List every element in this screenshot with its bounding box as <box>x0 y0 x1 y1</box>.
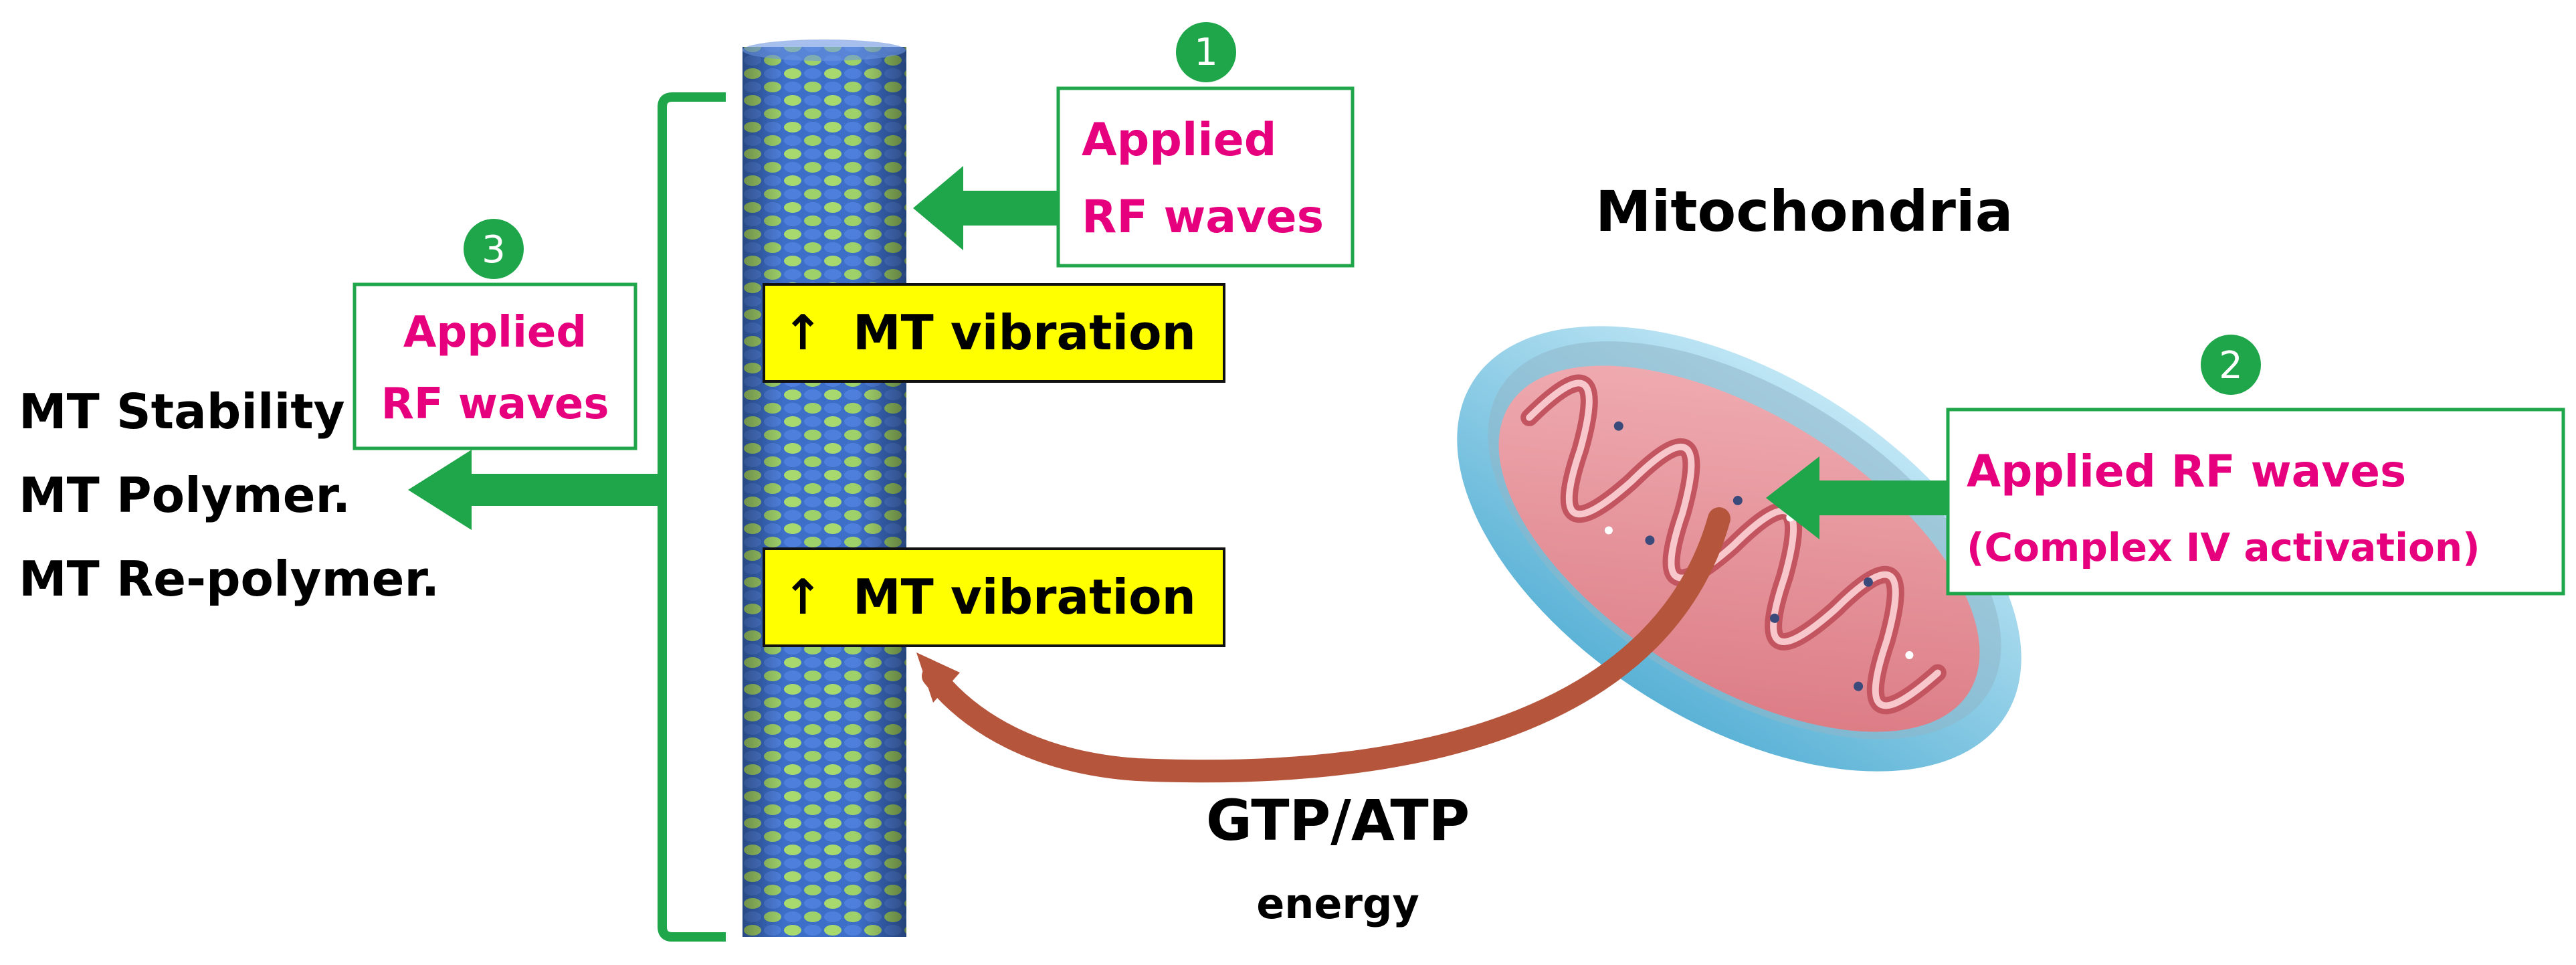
rf-box-3-line1: Applied <box>403 308 587 357</box>
marker-1-number: 1 <box>1194 31 1218 74</box>
mitochondria-title: Mitochondria <box>1595 179 2013 244</box>
rf-box-2-line1: Applied RF waves <box>1967 446 2406 497</box>
rf-box-1-line1: Applied <box>1082 114 1276 167</box>
outcome-polymerization: MT Polymer. <box>19 467 351 523</box>
marker-1: 1 <box>1176 22 1236 82</box>
mt-vibration-arrow-1: ↑ <box>783 304 823 361</box>
mt-vibration-arrow-2: ↑ <box>783 569 823 625</box>
rf-box-3-line2: RF waves <box>381 379 609 429</box>
mitochondrion-illustration <box>1457 326 2021 772</box>
rf-box-2-line2: (Complex IV activation) <box>1967 525 2480 570</box>
microtubule-illustration <box>742 39 906 937</box>
outcome-stability: MT Stability <box>19 383 345 440</box>
rf-box-1-line2: RF waves <box>1082 191 1324 244</box>
outcome-arrow <box>408 450 662 530</box>
rf-waves-box-2: Applied RF waves (Complex IV activation) <box>1946 408 2565 596</box>
energy-sublabel: energy <box>1256 879 1419 928</box>
outcome-list: MT Stability MT Polymer. MT Re-polymer. <box>19 383 439 607</box>
mt-vibration-label-1: ↑ MT vibration <box>763 283 1225 383</box>
mt-vibration-text-2: MT vibration <box>853 569 1196 625</box>
energy-arrow <box>916 507 1730 783</box>
outcome-repolymerization: MT Re-polymer. <box>19 551 439 607</box>
rf-waves-box-1: Applied RF waves <box>1056 86 1355 268</box>
energy-label: GTP/ATP <box>1206 788 1470 853</box>
marker-3-number: 3 <box>482 228 506 272</box>
rf-arrow-2 <box>1766 456 1948 539</box>
rf-arrow-1 <box>913 166 1058 250</box>
rf-waves-box-3: Applied RF waves <box>353 282 637 450</box>
marker-2: 2 <box>2201 335 2261 395</box>
mt-vibration-label-2: ↑ MT vibration <box>763 547 1225 647</box>
bracket <box>658 92 726 942</box>
marker-3: 3 <box>464 219 524 279</box>
mt-vibration-text-1: MT vibration <box>853 304 1196 361</box>
marker-2-number: 2 <box>2219 344 2243 387</box>
